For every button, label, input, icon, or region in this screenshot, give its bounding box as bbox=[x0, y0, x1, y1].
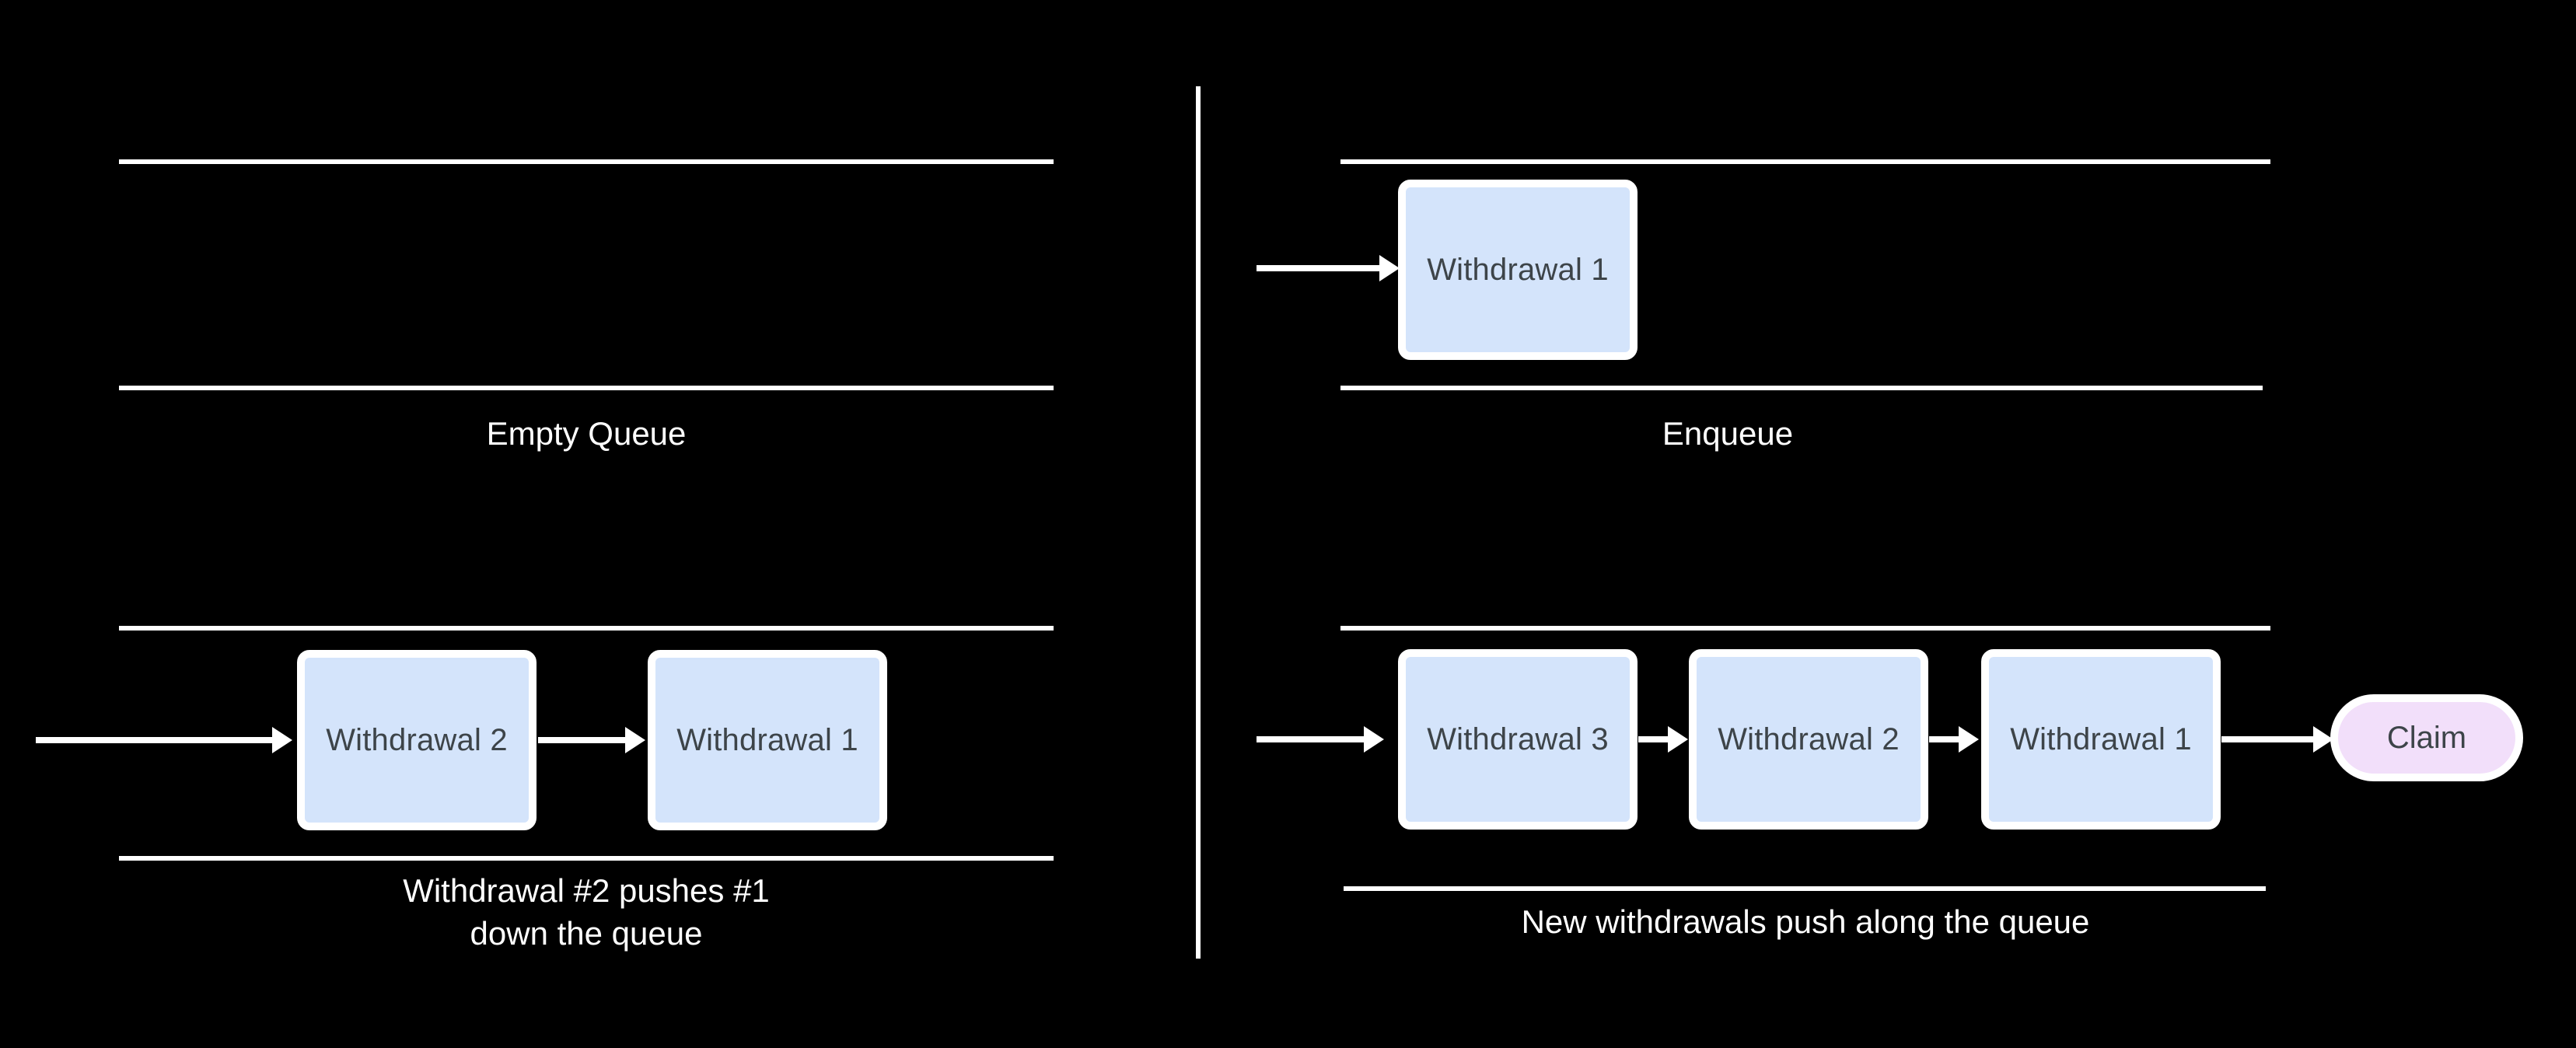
panel-caption-push-along: New withdrawals push along the queue bbox=[1521, 903, 2090, 940]
queue-rail-bottom bbox=[119, 386, 1054, 390]
arrow-into-withdrawal-2 bbox=[36, 737, 274, 743]
pill-label: Claim bbox=[2386, 720, 2467, 755]
queue-rail-top bbox=[119, 626, 1054, 631]
queue-rail-top bbox=[1340, 626, 2270, 631]
node-withdrawal-2[interactable]: Withdrawal 2 bbox=[297, 650, 537, 830]
queue-rail-bottom bbox=[1344, 886, 2266, 891]
node-withdrawal-1[interactable]: Withdrawal 1 bbox=[1398, 180, 1638, 360]
panel-caption-push-down: Withdrawal #2 pushes #1 down the queue bbox=[403, 872, 770, 952]
node-label: Withdrawal 2 bbox=[326, 722, 508, 757]
queue-rail-bottom bbox=[1340, 386, 2263, 390]
queue-rail-top bbox=[1340, 159, 2270, 164]
node-withdrawal-1[interactable]: Withdrawal 1 bbox=[1981, 649, 2221, 830]
node-label: Withdrawal 3 bbox=[1427, 721, 1609, 756]
vertical-divider bbox=[1196, 86, 1201, 959]
node-label: Withdrawal 2 bbox=[1718, 721, 1900, 756]
node-label: Withdrawal 1 bbox=[676, 722, 858, 757]
arrow-withdrawal-1-to-claim bbox=[2221, 736, 2315, 742]
queue-rail-bottom bbox=[119, 856, 1054, 861]
node-withdrawal-3[interactable]: Withdrawal 3 bbox=[1398, 649, 1638, 830]
node-label: Withdrawal 1 bbox=[2010, 721, 2192, 756]
panel-caption-empty-queue: Empty Queue bbox=[486, 415, 687, 452]
panel-caption-enqueue: Enqueue bbox=[1662, 415, 1794, 452]
node-label: Withdrawal 1 bbox=[1427, 252, 1609, 287]
queue-rail-top bbox=[119, 159, 1054, 164]
arrow-withdrawal-2-to-withdrawal-1 bbox=[538, 737, 627, 743]
arrow-withdrawal-2-to-withdrawal-1 bbox=[1929, 736, 1960, 742]
node-withdrawal-1[interactable]: Withdrawal 1 bbox=[648, 650, 887, 830]
arrow-withdrawal-3-to-withdrawal-2 bbox=[1638, 736, 1669, 742]
arrow-into-withdrawal-3 bbox=[1257, 736, 1365, 742]
arrow-into-withdrawal-1 bbox=[1257, 265, 1381, 271]
node-claim[interactable]: Claim bbox=[2330, 694, 2523, 781]
node-withdrawal-2[interactable]: Withdrawal 2 bbox=[1689, 649, 1928, 830]
